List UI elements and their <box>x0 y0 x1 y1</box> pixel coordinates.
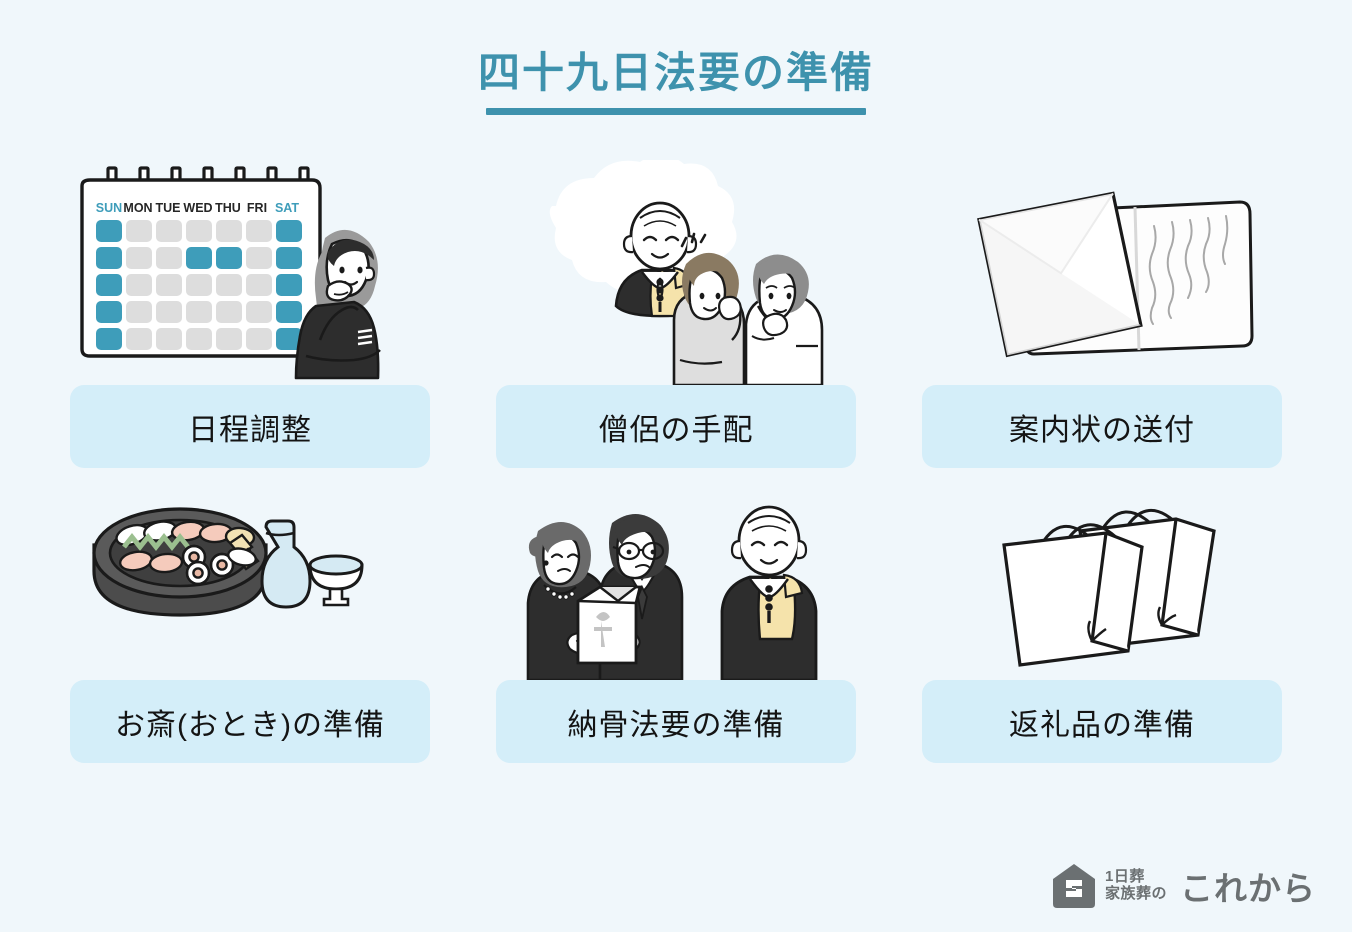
calendar-header-wed: WED <box>183 201 212 215</box>
urn-ceremony-illustration <box>496 475 856 680</box>
envelope-letter-illustration <box>922 160 1282 385</box>
cards-grid: SUN MON TUE WED THU FRI SAT <box>70 160 1282 815</box>
logo-subtitle-lines: 1日葬 家族葬の <box>1104 868 1167 903</box>
sushi-sake-illustration <box>70 475 430 680</box>
house-icon <box>1052 864 1095 908</box>
card-gift[interactable]: 返礼品の準備 <box>922 475 1282 815</box>
woman-figure <box>672 252 746 385</box>
card-label: 納骨法要の準備 <box>567 708 785 742</box>
card-label: 案内状の送付 <box>1009 413 1195 447</box>
card-label: お斎(おとき)の準備 <box>115 708 385 742</box>
card-label: 返礼品の準備 <box>1009 708 1195 742</box>
calendar-header-thu: THU <box>215 201 241 215</box>
calendar-cells <box>96 220 302 350</box>
calendar-header-tue: TUE <box>156 201 181 215</box>
card-label-box[interactable]: 僧侶の手配 <box>496 385 856 468</box>
card-label-box[interactable]: 日程調整 <box>70 385 430 468</box>
logo-line-1: 1日葬 <box>1104 868 1145 886</box>
calendar-header-fri: FRI <box>247 201 267 215</box>
monk-arrangement-illustration <box>496 160 856 385</box>
man-figure <box>744 254 824 385</box>
card-interment[interactable]: 納骨法要の準備 <box>496 475 856 815</box>
surprise-marks <box>680 232 707 248</box>
logo-brand-name: これから <box>1180 870 1316 907</box>
brand-logo[interactable]: 1日葬 家族葬の これから <box>1052 862 1316 910</box>
card-label-box[interactable]: 案内状の送付 <box>922 385 1282 468</box>
logo-line-2: 家族葬の <box>1104 885 1167 902</box>
card-label-box[interactable]: 納骨法要の準備 <box>496 680 856 763</box>
thinking-woman-figure <box>294 229 381 380</box>
envelope <box>977 191 1143 358</box>
sake-bottle <box>260 519 312 609</box>
sushi-pieces <box>115 520 260 586</box>
card-label-box[interactable]: 返礼品の準備 <box>922 680 1282 763</box>
calendar-header-sun: SUN <box>96 201 122 215</box>
page-title: 四十九日法要の準備 <box>477 49 874 96</box>
card-monk[interactable]: 僧侶の手配 <box>496 160 856 475</box>
title-underline <box>486 107 866 115</box>
monk-figure <box>720 505 818 680</box>
gift-bag-front <box>1002 523 1144 667</box>
calendar-illustration: SUN MON TUE WED THU FRI SAT <box>70 160 430 385</box>
card-label-box[interactable]: お斎(おとき)の準備 <box>70 680 430 763</box>
gift-bags-illustration <box>922 475 1282 680</box>
card-schedule[interactable]: SUN MON TUE WED THU FRI SAT <box>70 160 430 475</box>
calendar-header-mon: MON <box>123 201 152 215</box>
card-label: 僧侶の手配 <box>598 413 754 447</box>
urn-box <box>576 585 642 665</box>
sake-cup <box>308 554 364 607</box>
card-meal[interactable]: お斎(おとき)の準備 <box>70 475 430 815</box>
card-label: 日程調整 <box>188 413 312 447</box>
card-invitation[interactable]: 案内状の送付 <box>922 160 1282 475</box>
page-title-block: 四十九日法要の準備 <box>0 48 1352 115</box>
calendar-header-sat: SAT <box>275 201 299 215</box>
